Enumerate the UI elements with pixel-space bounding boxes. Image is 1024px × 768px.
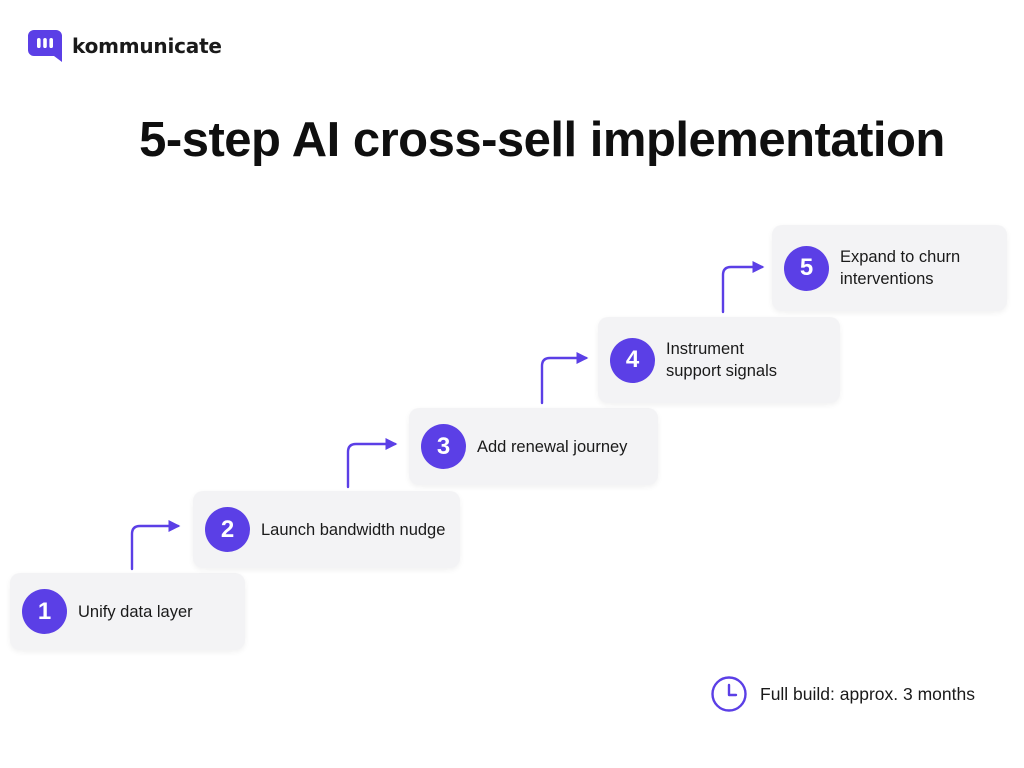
step-label: Instrument support signals [666,340,777,380]
brand: kommunicate [27,28,222,64]
chat-bubble-logo-icon [28,30,62,62]
step-number-badge: 1 [22,589,67,634]
brand-name: kommunicate [72,34,222,58]
step-label: Add renewal journey [477,437,628,456]
connector-arrow-4-5 [721,261,765,314]
duration-note: Full build: approx. 3 months [710,675,975,713]
connector-arrow-2-3 [346,438,398,489]
step-label: Launch bandwidth nudge [261,520,446,539]
clock-icon [711,676,747,712]
step-card-4: 4 Instrument support signals [598,317,840,403]
step-label: Unify data layer [78,602,193,621]
page-title: 5-step AI cross-sell implementation [139,113,945,167]
connector-arrow-1-2 [130,520,181,571]
connector-arrow-3-4 [540,352,589,405]
step-number-badge: 3 [421,424,466,469]
step-card-1: 1 Unify data layer [10,573,245,650]
step-label: Expand to churn interventions [840,248,961,288]
step-number-badge: 4 [610,337,655,383]
step-number-badge: 2 [205,507,250,552]
step-card-5: 5 Expand to churn interventions [772,225,1007,311]
step-number-badge: 5 [784,245,829,291]
step-card-2: 2 Launch bandwidth nudge [193,491,460,568]
step-card-3: 3 Add renewal journey [409,408,658,485]
duration-text: Full build: approx. 3 months [760,683,975,704]
